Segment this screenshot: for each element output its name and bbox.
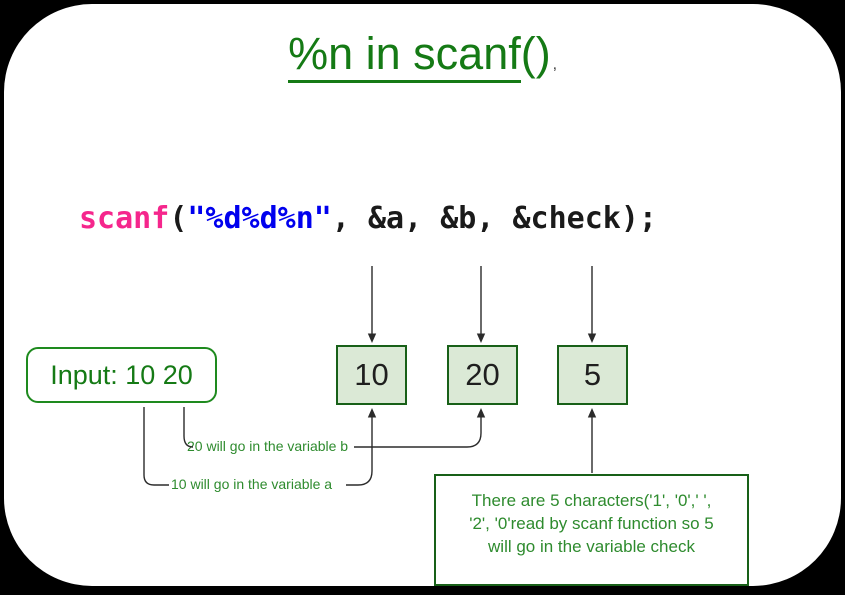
input-box: Input: 10 20 bbox=[26, 347, 217, 403]
connector-b-label-to-box20 bbox=[354, 408, 486, 448]
code-open-paren: ( bbox=[169, 201, 188, 236]
title-underlined-text: %n in scanf bbox=[288, 28, 521, 83]
input-box-label: Input: 10 20 bbox=[50, 359, 193, 390]
explanation-line-2: '2', '0'read by scanf function so 5 bbox=[469, 514, 714, 533]
explanation-line-3: will go in the variable check bbox=[488, 537, 695, 556]
value-box-a: 10 bbox=[336, 345, 407, 405]
connector-a-label-to-box10 bbox=[346, 408, 377, 486]
arrow-check-down bbox=[587, 266, 597, 343]
explanation-box: There are 5 characters('1', '0',' ', '2'… bbox=[434, 474, 749, 586]
connector-explanation-to-box5 bbox=[587, 408, 597, 473]
arrow-a-down bbox=[367, 266, 377, 343]
value-box-b: 20 bbox=[447, 345, 518, 405]
value-box-a-value: 10 bbox=[354, 357, 389, 392]
explanation-line-1: There are 5 characters('1', '0',' ', bbox=[471, 491, 712, 510]
connector-input-to-a-label bbox=[143, 407, 169, 486]
page-title: %n in scanf(), bbox=[4, 28, 841, 83]
value-box-b-value: 20 bbox=[465, 357, 500, 392]
title-trailing-mark: , bbox=[552, 56, 557, 73]
arrow-b-down bbox=[476, 266, 486, 343]
value-box-check: 5 bbox=[557, 345, 628, 405]
annotation-variable-a: 10 will go in the variable a bbox=[171, 476, 333, 492]
code-format-string: "%d%d%n" bbox=[187, 201, 332, 236]
code-line: scanf("%d%d%n", &a, &b, &check); bbox=[79, 201, 657, 236]
code-arguments: , &a, &b, &check); bbox=[331, 201, 657, 236]
annotation-variable-b: 20 will go in the variable b bbox=[187, 438, 349, 454]
diagram-card: %n in scanf(), scanf("%d%d%n", &a, &b, &… bbox=[4, 4, 841, 586]
value-box-check-value: 5 bbox=[583, 357, 602, 392]
code-scanf-keyword: scanf bbox=[79, 201, 170, 236]
title-parens: () bbox=[520, 28, 551, 79]
